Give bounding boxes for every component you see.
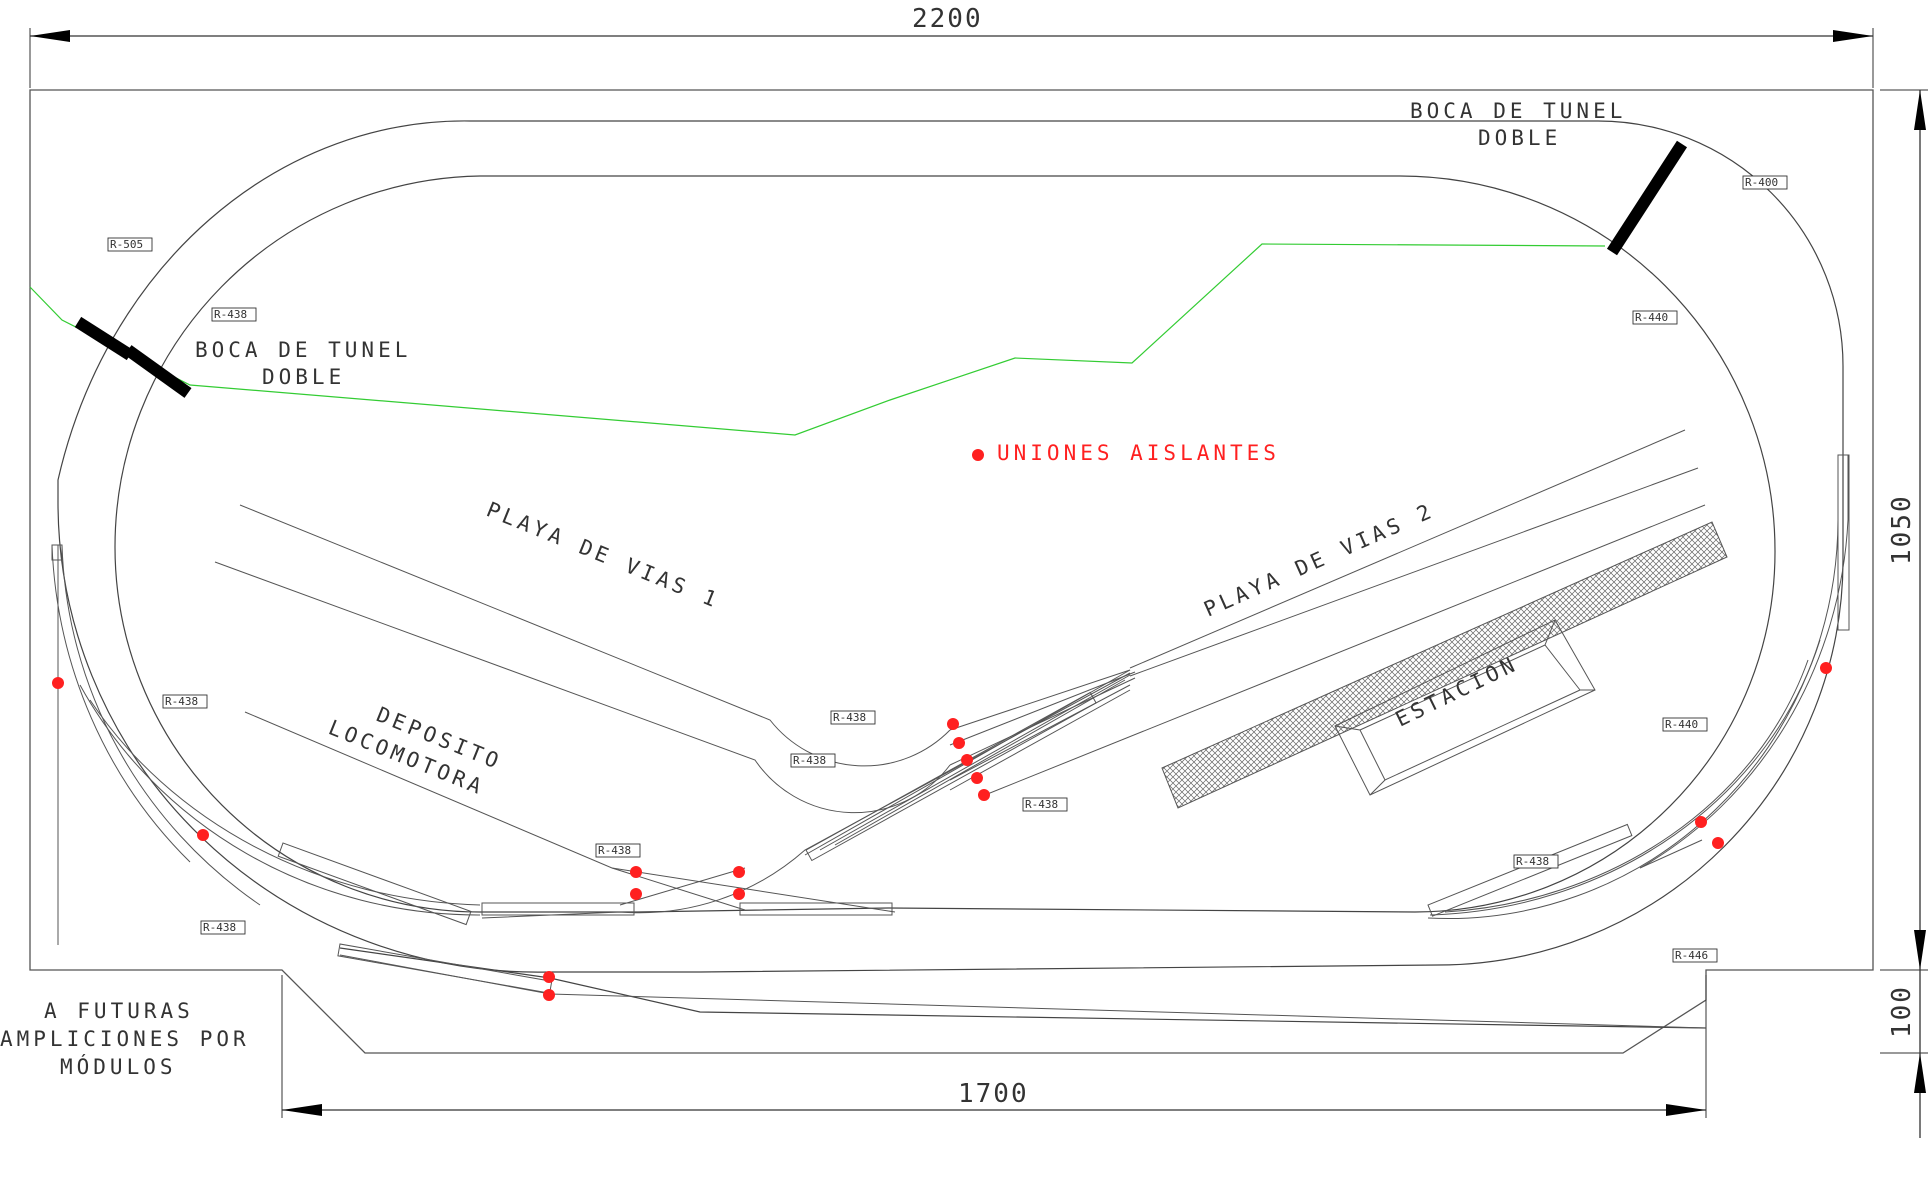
yard1-label: PLAYA DE VIAS 1 (483, 497, 723, 613)
insulated-joint (630, 888, 642, 900)
extension-turnout (337, 943, 1707, 1029)
tunnel-portal-left (74, 316, 192, 398)
dimension-right: 1050 100 (1880, 89, 1928, 1138)
legend-insulated-label: UNIONES AISLANTES (997, 441, 1280, 465)
insulated-joint (733, 888, 745, 900)
insulated-joint (947, 718, 959, 730)
insulated-joint (971, 772, 983, 784)
inner-loop-track (114, 175, 1776, 913)
svg-text:R-400: R-400 (1745, 176, 1778, 189)
insulated-joint (953, 737, 965, 749)
dimension-extension-label: 100 (1887, 985, 1917, 1038)
svg-text:R-438: R-438 (1516, 855, 1549, 868)
tunnel-right-label-1: BOCA DE TUNEL (1410, 99, 1626, 123)
radius-tag: R-438 (1022, 797, 1068, 812)
dimension-bottom: 1700 (281, 975, 1707, 1118)
platform-hatch (1161, 521, 1728, 809)
legend-insulated-dot (972, 449, 984, 461)
svg-text:R-438: R-438 (598, 844, 631, 857)
radius-tag: R-438 (830, 710, 876, 725)
insulated-joint (543, 971, 555, 983)
insulated-joint (543, 989, 555, 1001)
station-building (1334, 619, 1596, 796)
svg-text:R-438: R-438 (1025, 798, 1058, 811)
future-label-1: A FUTURAS (44, 999, 194, 1023)
right-turnout-group (1427, 454, 1850, 920)
radius-tag: R-440 (1662, 717, 1708, 732)
radius-tag: R-438 (790, 753, 836, 768)
insulated-joint (961, 754, 973, 766)
future-label-3: MÓDULOS (60, 1054, 177, 1079)
insulated-joint (52, 677, 64, 689)
svg-text:R-438: R-438 (793, 754, 826, 767)
insulated-joint (978, 789, 990, 801)
insulated-joint (1695, 816, 1707, 828)
insulated-joint (630, 866, 642, 878)
radius-tag: R-438 (595, 843, 641, 858)
tunnel-portal-right (1606, 140, 1688, 256)
radius-tag: R-438 (200, 920, 246, 935)
insulated-joint (1820, 662, 1832, 674)
insulated-joint (733, 866, 745, 878)
tunnel-left-label-1: BOCA DE TUNEL (195, 338, 411, 362)
insulated-joint (197, 829, 209, 841)
radius-tag: R-440 (1632, 310, 1678, 325)
yard2-label: PLAYA DE VIAS 2 (1200, 498, 1438, 621)
svg-text:R-440: R-440 (1635, 311, 1668, 324)
outer-loop-track (57, 120, 1844, 973)
radius-tag: R-438 (1513, 854, 1559, 869)
dimension-top: 2200 (29, 4, 1874, 88)
radius-tag: R-505 (107, 237, 153, 252)
radius-tag: R-446 (1672, 948, 1718, 963)
tunnel-right-label-2: DOBLE (1478, 126, 1561, 150)
dimension-right-label: 1050 (1887, 494, 1917, 565)
radius-tag: R-400 (1742, 175, 1788, 190)
svg-text:R-438: R-438 (165, 695, 198, 708)
svg-text:R-438: R-438 (214, 308, 247, 321)
svg-text:R-446: R-446 (1675, 949, 1708, 962)
radius-tag: R-438 (162, 694, 208, 709)
svg-text:R-438: R-438 (203, 921, 236, 934)
svg-text:R-438: R-438 (833, 711, 866, 724)
dimension-top-label: 2200 (912, 4, 983, 34)
insulated-joint (1712, 837, 1724, 849)
tunnel-left-label-2: DOBLE (262, 365, 345, 389)
svg-text:R-440: R-440 (1665, 718, 1698, 731)
svg-text:R-505: R-505 (110, 238, 143, 251)
insulated-joints (52, 662, 1832, 1001)
future-label-2: AMPLICIONES POR (0, 1027, 250, 1051)
left-turnout-group (51, 544, 481, 926)
radius-tag: R-438 (211, 307, 257, 322)
dimension-bottom-label: 1700 (958, 1079, 1029, 1109)
